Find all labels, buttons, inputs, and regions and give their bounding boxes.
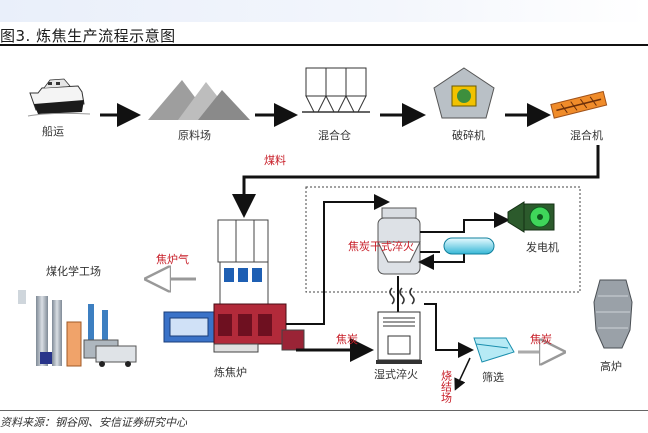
label-coke-2: 焦炭 [530, 333, 552, 346]
label-mixer: 混合机 [570, 128, 603, 142]
coke-oven-icon [163, 219, 305, 353]
label-sinter-yard: 烧结场 [440, 370, 453, 404]
label-mixing-bin: 混合仓 [318, 128, 351, 142]
label-coke-1: 焦炭 [336, 333, 358, 346]
label-coke-oven-gas: 焦炉气 [156, 252, 189, 266]
mixing-bin-icon [302, 67, 370, 113]
wet-quench-to-screening-line [424, 303, 474, 358]
screening-icon [473, 337, 515, 363]
coal-feed-line [232, 145, 600, 218]
crusher-icon [433, 67, 495, 119]
dry-quench-tower-icon [377, 207, 421, 275]
arrow-to-sinter [454, 357, 471, 391]
title-rule [0, 44, 648, 46]
figure-title: 图3. 炼焦生产流程示意图 [0, 27, 176, 45]
label-coal: 煤料 [264, 153, 286, 167]
label-ship: 船运 [42, 124, 64, 138]
mixer-icon [550, 90, 608, 119]
label-generator: 发电机 [526, 240, 559, 254]
source-note: 资料来源：钢谷网、安信证券研究中心 [0, 416, 187, 429]
label-dry-quench: 焦炭干式淬火 [348, 239, 414, 253]
boiler-to-generator-line [420, 212, 510, 233]
raw-yard-icon [148, 80, 250, 120]
label-screening: 筛选 [482, 370, 504, 384]
label-crusher: 破碎机 [452, 128, 485, 142]
label-coke-oven: 炼焦炉 [214, 365, 247, 379]
label-chem-plant: 煤化学工场 [46, 264, 101, 278]
boiler-icon [443, 237, 495, 255]
label-wet-quench: 湿式淬火 [374, 367, 418, 381]
label-sinter-yard-group: 烧结场 [440, 370, 453, 404]
bottom-rule [0, 410, 648, 411]
label-blast-furnace: 高炉 [600, 359, 622, 373]
label-raw-yard: 原料场 [178, 128, 211, 142]
ship-icon [27, 78, 91, 117]
header-band [0, 0, 648, 22]
blast-furnace-icon [593, 279, 633, 349]
chem-plant-icon [18, 290, 137, 367]
oven-to-dry-quench-line [286, 194, 390, 325]
generator-icon [507, 201, 555, 233]
dry-quench-boundary [305, 186, 581, 293]
wet-quench-icon [376, 287, 422, 364]
boiler-return-line [418, 254, 465, 270]
